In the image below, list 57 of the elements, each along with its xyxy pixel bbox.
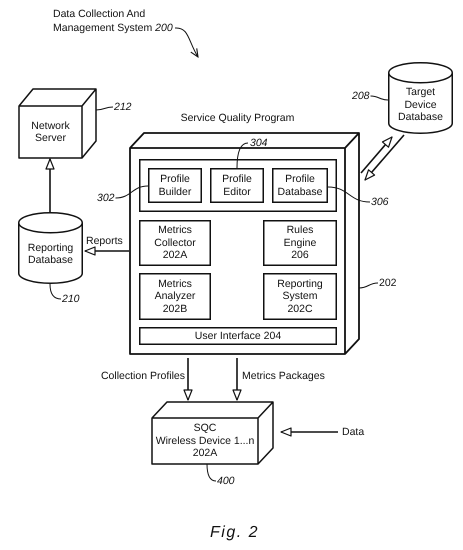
block-label: SQC Wireless Device 1...n 202A (156, 422, 254, 460)
leader-line (236, 142, 248, 168)
database-cylinder (18, 212, 83, 284)
arrow (84, 246, 129, 256)
edge-label: Metrics Packages (242, 370, 325, 382)
arrow (45, 158, 55, 212)
callout-label: Data Collection And Management System 200 (53, 8, 173, 35)
input-label: Data (342, 426, 364, 438)
arrow (360, 136, 393, 174)
reference-numeral: 212 (114, 101, 132, 114)
leader-line (206, 464, 216, 482)
leader-line (358, 282, 378, 288)
reference-numeral: 306 (371, 196, 389, 208)
arrow (174, 28, 199, 58)
edge-label: Reports (86, 235, 123, 248)
module-box (263, 220, 337, 266)
device-block (151, 401, 275, 465)
module-label: Rules Engine 206 (284, 224, 316, 262)
reference-numeral: 210 (62, 293, 80, 306)
module-box (272, 168, 328, 203)
module-box (210, 168, 264, 203)
reference-numeral: 208 (352, 90, 370, 102)
server-block (18, 88, 98, 160)
module-label: User Interface 204 (194, 330, 282, 342)
leader-line (96, 106, 114, 110)
figure-caption: Fig. 2 (210, 524, 260, 542)
reference-numeral: 400 (217, 475, 235, 488)
group-frame (139, 159, 337, 212)
database-label: Reporting Database (28, 242, 74, 266)
module-label: Profile Editor (222, 173, 252, 198)
leader-line (370, 96, 388, 100)
module-label: Metrics Collector 202A (154, 224, 196, 262)
module-label: Profile Database (278, 173, 322, 198)
database-label: Target Device Database (398, 86, 443, 124)
leader-line (115, 186, 148, 198)
block-heading: Service Quality Program (180, 112, 294, 124)
leader-line (328, 186, 370, 202)
reference-numeral: 304 (250, 137, 268, 150)
arrow (364, 134, 405, 181)
program-block (128, 110, 360, 356)
module-box (139, 327, 337, 345)
reference-numeral: 302 (97, 192, 115, 204)
module-box (139, 273, 211, 320)
module-label: Reporting System 202C (277, 278, 323, 316)
edge-label: Collection Profiles (100, 370, 185, 382)
module-box (139, 220, 211, 266)
leader-line (50, 284, 62, 300)
module-label: Metrics Analyzer 202B (154, 278, 196, 316)
arrow (280, 427, 338, 437)
arrow (232, 358, 242, 401)
block-label: Network Server (31, 120, 70, 144)
reference-numeral: 202 (379, 277, 397, 290)
arrow (183, 358, 193, 401)
module-box (263, 273, 337, 320)
module-box (148, 168, 202, 203)
database-cylinder (388, 62, 453, 134)
module-label: Profile Builder (158, 173, 192, 198)
